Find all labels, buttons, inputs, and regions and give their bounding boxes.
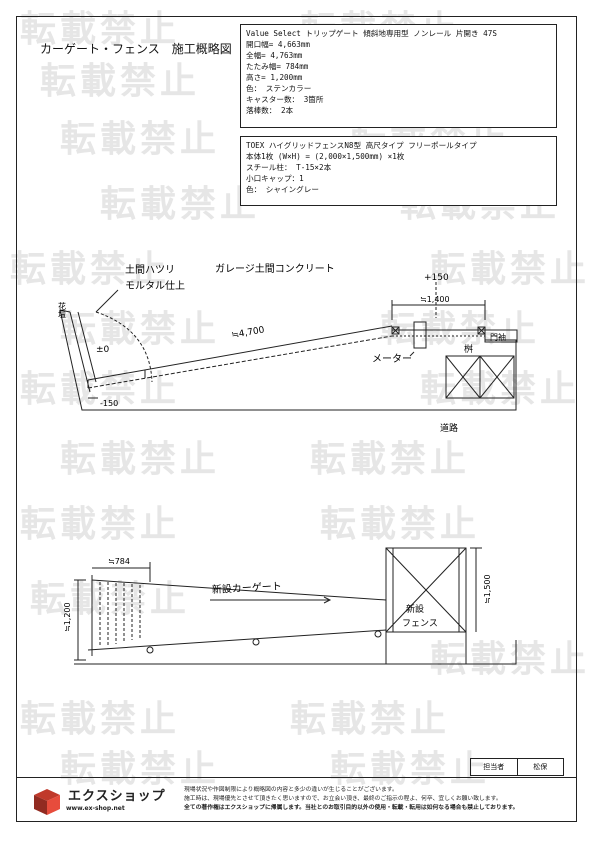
box-logo-icon [34,789,60,815]
brand-url: www.ex-shop.net [66,805,125,812]
gate-swing-arc [95,311,153,383]
gate-label: 新設カーゲート [211,579,282,596]
fold-width-label: ≒784 [108,557,130,566]
footer-divider [16,777,577,778]
watermark: 転載禁止 [290,699,451,740]
watermark: 転載禁止 [100,184,261,225]
fence-spec-line: 本体1枚 (W×H) = (2,000×1,500mm) ×1枚 [246,152,405,161]
masu-box-right [479,355,515,399]
gatepost-label: 門袖 [490,332,506,342]
fence-label-2: フェンス [402,619,438,629]
watermark: 転載禁止 [60,439,221,480]
watermark: 転載禁止 [320,504,481,545]
watermark: 転載禁止 [60,749,221,790]
fence-spec-line: 色： シャイングレー [246,185,319,194]
fence-spec-box: TOEX ハイグリッドフェンスN8型 高尺タイプ フリーポールタイプ 本体1枚 … [240,136,557,206]
drawing-frame [16,16,577,822]
gate-height-label: ≒1,200 [63,602,72,632]
watermark: 転載禁止 [20,699,181,740]
gate-track [87,325,393,381]
gate-spec-line: 高さ= 1,200mm [246,73,303,82]
watermark: 転載禁止 [430,639,591,680]
fence-post-left [391,326,400,335]
caster-wheel [374,630,382,638]
plus-level-label: +150 [424,273,449,283]
watermark: 転載禁止 [330,749,491,790]
watermark: 転載禁止 [20,504,181,545]
watermark: 転載禁止 [430,249,591,290]
site-boundary-line [59,309,517,411]
gate-spec-line: 色： ステンカラー [246,84,312,93]
caster-wheel [252,638,260,646]
fence-spec-line: TOEX ハイグリッドフェンスN8型 高尺タイプ フリーポールタイプ [246,141,477,150]
gate-spec-line: 全幅= 4,763mm [246,51,303,60]
note-line: 現場状況や作図制限により概略図の内容と多少の違いが生じることがございます。 [184,787,398,793]
gate-spec-line: 落棒数： 2本 [246,106,294,115]
footer-notes: 現場状況や作図制限により概略図の内容と多少の違いが生じることがございます。 施工… [184,786,518,813]
approval-table: 担当者 松保 [470,758,564,776]
note-line: 施工時は、現場優先とさせて頂きたく思いますので、お立会い頂き、最終のご指示の程よ… [184,796,502,802]
gate-spec-line: 開口幅= 4,663mm [246,40,310,49]
gate-spec-line: キャスター数： 3箇所 [246,95,324,104]
meter-box [413,321,427,349]
watermark: 転載禁止 [20,369,181,410]
fence-length-label: ≒1,400 [420,295,450,304]
watermark: 転載禁止 [10,249,171,290]
gate-spec-line: たたみ幅= 784mm [246,62,309,71]
fence-height-label: ≒1,500 [483,574,492,604]
brand-name: エクスショップ [68,789,166,804]
approval-role: 担当者 [483,763,505,771]
brand-logo: エクスショップ www.ex-shop.net [30,785,180,819]
note-line: 全ての著作権はエクスショップに帰属します。当社とのお取引目的以外の使用・転載・転… [184,805,519,811]
watermark: 転載禁止 [40,61,201,102]
ground-line [74,640,517,665]
caster-wheel [146,646,154,654]
watermark: 転載禁止 [310,439,471,480]
flower-bed-label: 花壇 [58,301,67,318]
approval-name: 松保 [516,759,564,775]
minus-level-label: -150 [100,399,118,408]
gate-spec-line: Value Select トリップゲート 傾斜地専用型 ノンレール 片開き 47… [246,29,497,38]
zero-level-label: ±0 [96,345,110,355]
doma-label-1: 土間ハツリ [125,263,175,276]
garage-label: ガレージ土間コンクリート [215,262,335,275]
fence-label-1: 新設 [406,603,424,615]
gatepost [484,329,518,343]
fence-spec-line: 小口キャップ：1 [246,174,304,183]
gate-top-line [91,579,387,601]
meter-label: メーター [372,353,412,365]
doma-label-2: モルタル仕上 [125,279,185,292]
watermark: 転載禁止 [60,119,221,160]
road-label: 道路 [440,422,458,434]
gate-spec-box: Value Select トリップゲート 傾斜地専用型 ノンレール 片開き 47… [240,24,557,128]
masu-label: 桝 [464,343,473,355]
fence-spec-line: スチール柱： T-15×2本 [246,163,332,172]
watermark: 転載禁止 [20,9,181,50]
page-title: カーゲート・フェンス 施工概略図 [40,42,232,56]
